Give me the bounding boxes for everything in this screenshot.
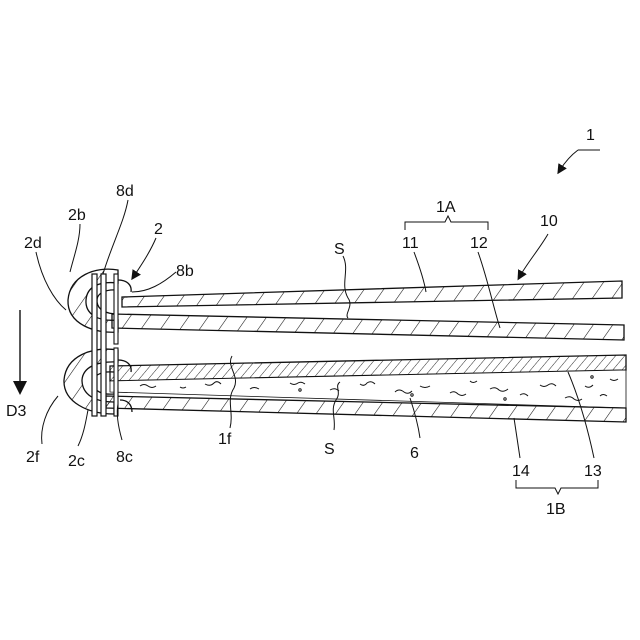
label-clip-8d: 8d <box>116 183 134 200</box>
label-group-1a: 1A <box>436 199 456 216</box>
label-sheet-14: 14 <box>512 463 530 480</box>
label-clip-2f: 2f <box>26 449 40 466</box>
label-space-s-top: S <box>334 241 345 258</box>
label-clip-8b: 8b <box>176 263 194 280</box>
space-s-top-squiggle <box>343 256 350 318</box>
label-clip-2d: 2d <box>24 235 42 252</box>
label-sheet-12: 12 <box>470 235 488 252</box>
label-direction-d3: D3 <box>6 403 27 420</box>
label-pack-10: 10 <box>540 213 558 230</box>
label-sheet-11: 11 <box>402 235 419 252</box>
brace-1b <box>516 480 598 494</box>
label-group-1b: 1B <box>546 501 566 518</box>
label-assembly-1: 1 <box>586 127 595 144</box>
label-fold-1f: 1f <box>218 431 232 448</box>
brace-1a <box>405 216 488 230</box>
label-sheet-13: 13 <box>584 463 602 480</box>
label-clip-2b: 2b <box>68 207 86 224</box>
label-space-s-bottom: S <box>324 441 335 458</box>
label-clip-2: 2 <box>154 221 163 238</box>
sheet-11 <box>122 281 622 307</box>
sheet-12 <box>112 314 624 340</box>
label-filler-6: 6 <box>410 445 419 462</box>
label-clip-8c: 8c <box>116 449 133 466</box>
label-clip-2c: 2c <box>68 453 85 470</box>
